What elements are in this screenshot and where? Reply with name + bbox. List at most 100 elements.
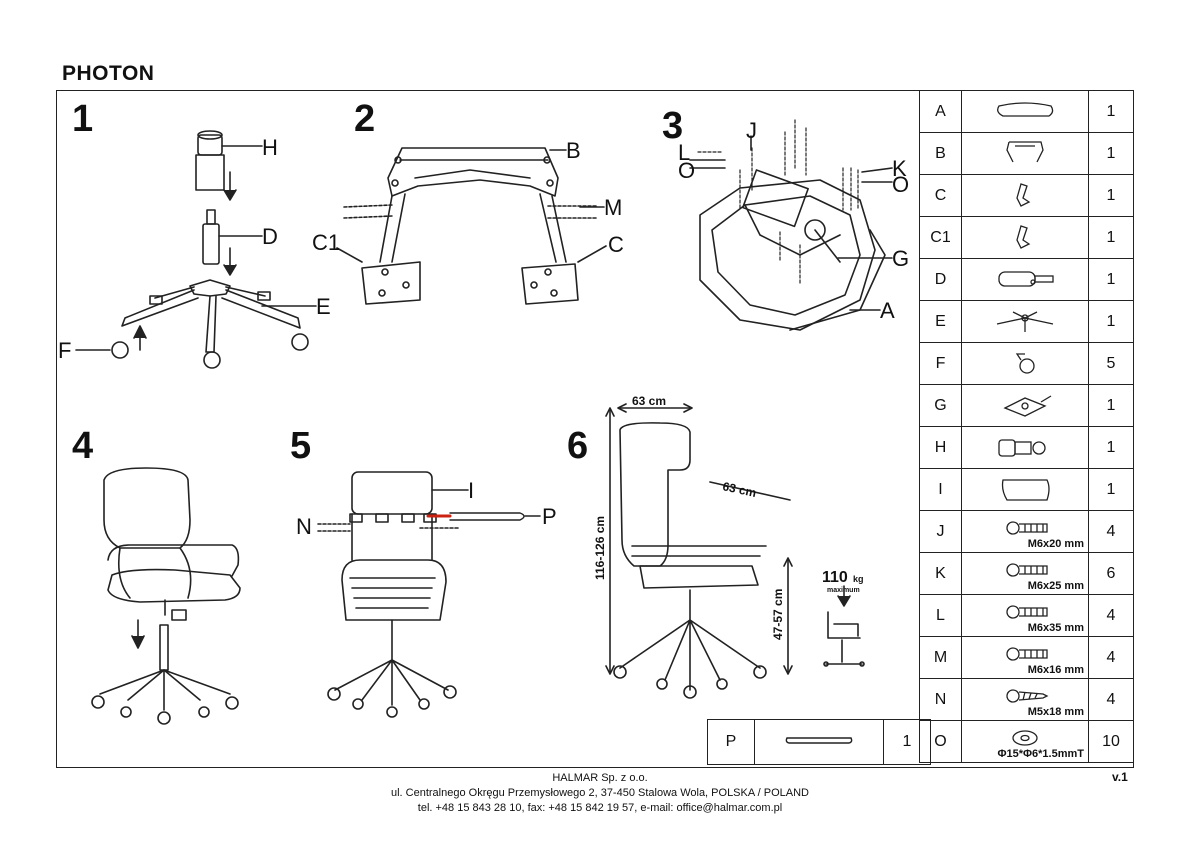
- part-qty: 1: [1088, 90, 1134, 133]
- part-row: L M6x35 mm 4: [919, 594, 1134, 637]
- washer-icon: Φ15*Φ6*1.5mmT: [961, 720, 1089, 763]
- label-o2: O: [892, 172, 909, 197]
- label-n: N: [296, 514, 312, 539]
- bolt-icon: M6x35 mm: [961, 594, 1089, 637]
- step-number: 6: [567, 425, 589, 467]
- label-g: G: [892, 246, 909, 271]
- version-label: v.1: [1112, 770, 1128, 784]
- part-id: L: [919, 594, 962, 637]
- part-id: D: [919, 258, 962, 301]
- label-c1: C1: [312, 230, 340, 255]
- step3-illustration: [689, 119, 893, 331]
- dim-seat-height: 47-57 cm: [771, 589, 785, 640]
- label-f: F: [58, 338, 71, 363]
- part-id: P: [707, 719, 755, 765]
- step5-illustration: [317, 471, 541, 718]
- part-spec: Φ15*Φ6*1.5mmT: [997, 748, 1084, 760]
- part-id: G: [919, 384, 962, 427]
- part-id: F: [919, 342, 962, 385]
- label-p: P: [542, 504, 557, 529]
- part-id: A: [919, 90, 962, 133]
- part-qty: 1: [1088, 426, 1134, 469]
- part-spec: M6x25 mm: [1027, 580, 1084, 592]
- part-spec: M6x20 mm: [1027, 538, 1084, 550]
- label-k: K: [892, 156, 907, 181]
- bolt-icon: M6x16 mm: [961, 636, 1089, 679]
- product-title: PHOTON: [62, 62, 155, 85]
- step-number: 1: [72, 98, 94, 140]
- max-load: 110: [822, 569, 848, 586]
- part-id: H: [919, 426, 962, 469]
- max-load-note: maximum: [827, 587, 860, 594]
- part-qty: 1: [1088, 132, 1134, 175]
- part-id: I: [919, 468, 962, 511]
- label-b: B: [566, 138, 581, 163]
- part-id: C: [919, 174, 962, 217]
- step-number: 3: [662, 105, 684, 147]
- caster-icon: [961, 342, 1089, 385]
- part-qty: 1: [1088, 384, 1134, 427]
- step2-illustration: [336, 147, 607, 305]
- instruction-frame: [56, 90, 1134, 768]
- bar-icon: [754, 719, 884, 765]
- screw-icon: M5x18 mm: [961, 678, 1089, 721]
- max-load-unit: kg: [853, 574, 864, 584]
- label-i: I: [468, 478, 474, 503]
- label-h: H: [262, 135, 278, 160]
- footer-address: ul. Centralnego Okręgu Przemysłowego 2, …: [390, 787, 809, 799]
- part-spec: M6x35 mm: [1027, 622, 1084, 634]
- part-id: E: [919, 300, 962, 343]
- part-id: C1: [919, 216, 962, 259]
- part-qty: 1: [1088, 174, 1134, 217]
- part-qty: 4: [1088, 678, 1134, 721]
- step-number: 4: [72, 425, 94, 467]
- armrest-icon: [961, 216, 1089, 259]
- step6-illustration: [605, 403, 865, 699]
- gas-lift-icon: [961, 258, 1089, 301]
- backrest-frame-icon: [961, 132, 1089, 175]
- part-row: J M6x20 mm 4: [919, 510, 1134, 553]
- part-qty: 4: [1088, 510, 1134, 553]
- bolt-icon: M6x20 mm: [961, 510, 1089, 553]
- label-o: O: [678, 158, 695, 183]
- part-id: B: [919, 132, 962, 175]
- label-l: L: [678, 140, 690, 165]
- dim-height: 116-126 cm: [593, 516, 607, 580]
- cover-icon: [961, 426, 1089, 469]
- label-e: E: [316, 294, 331, 319]
- part-spec: M5x18 mm: [1027, 706, 1084, 718]
- footer-company: HALMAR Sp. z o.o.: [552, 772, 648, 784]
- step-number: 5: [290, 425, 312, 467]
- step4-illustration: [91, 467, 241, 725]
- part-id: J: [919, 510, 962, 553]
- part-qty: 4: [1088, 594, 1134, 637]
- label-d: D: [262, 224, 278, 249]
- part-row: K M6x25 mm 6: [919, 552, 1134, 595]
- part-row: P 1: [707, 719, 931, 765]
- part-qty: 10: [1088, 720, 1134, 763]
- dim-depth: 63 cm: [721, 479, 757, 500]
- part-qty: 5: [1088, 342, 1134, 385]
- label-m: M: [604, 195, 622, 220]
- dim-width: 63 cm: [632, 394, 666, 408]
- part-qty: 1: [1088, 300, 1134, 343]
- mechanism-icon: [961, 384, 1089, 427]
- label-j: J: [746, 118, 757, 143]
- part-id: K: [919, 552, 962, 595]
- footer-contact: tel. +48 15 843 28 10, fax: +48 15 842 1…: [417, 802, 783, 814]
- step1-illustration: [75, 130, 317, 369]
- part-qty: 1: [1088, 258, 1134, 301]
- part-id: M: [919, 636, 962, 679]
- part-qty: 6: [1088, 552, 1134, 595]
